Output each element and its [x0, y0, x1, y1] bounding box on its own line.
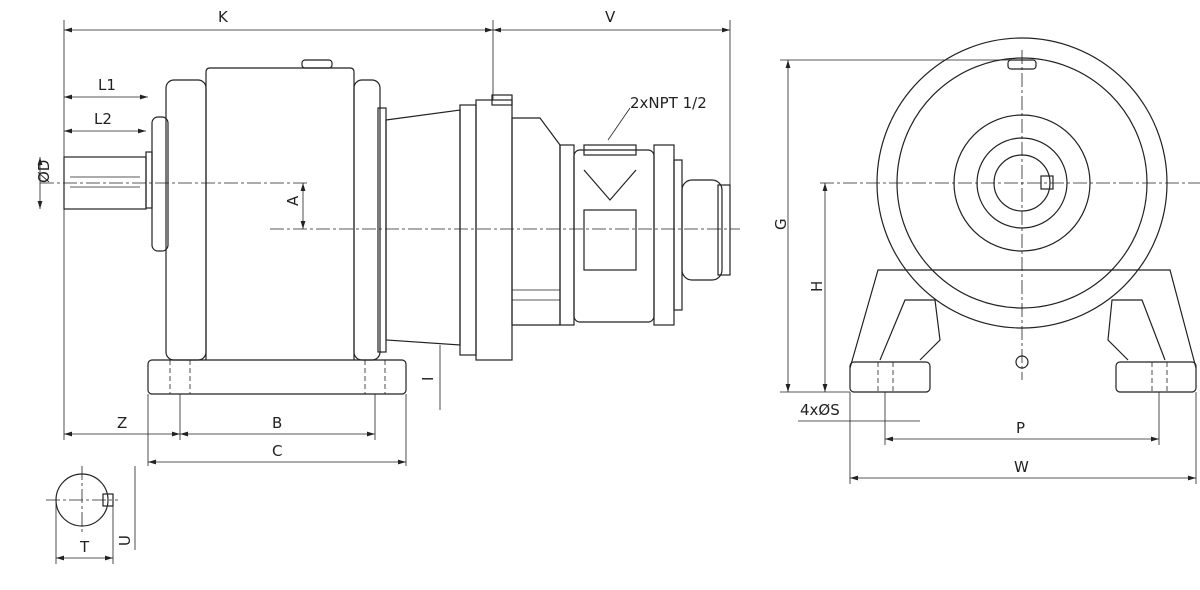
label-t: T	[79, 538, 90, 556]
label-npt: 2xNPT 1/2	[630, 94, 707, 112]
hydraulic-motor	[573, 149, 655, 323]
label-b: B	[272, 414, 282, 432]
gear-housing	[205, 67, 355, 360]
label-v: V	[605, 8, 616, 26]
front-view	[780, 37, 1200, 484]
vent-plug	[301, 59, 333, 69]
label-d: ØD	[35, 160, 53, 183]
label-h: H	[808, 281, 826, 292]
label-i: I	[419, 377, 437, 381]
shaft-section	[46, 466, 136, 564]
label-u: U	[116, 535, 134, 546]
label-l2: L2	[94, 110, 112, 128]
label-w: W	[1014, 458, 1029, 476]
label-k: K	[218, 8, 229, 26]
label-z: Z	[117, 414, 127, 432]
label-l1: L1	[98, 76, 116, 94]
side-view	[37, 20, 740, 466]
label-c: C	[272, 442, 282, 460]
label-a: A	[284, 195, 302, 206]
label-p: P	[1016, 419, 1025, 437]
label-g: G	[772, 218, 790, 230]
label-s: 4xØS	[800, 401, 840, 419]
base-foot	[147, 359, 407, 395]
